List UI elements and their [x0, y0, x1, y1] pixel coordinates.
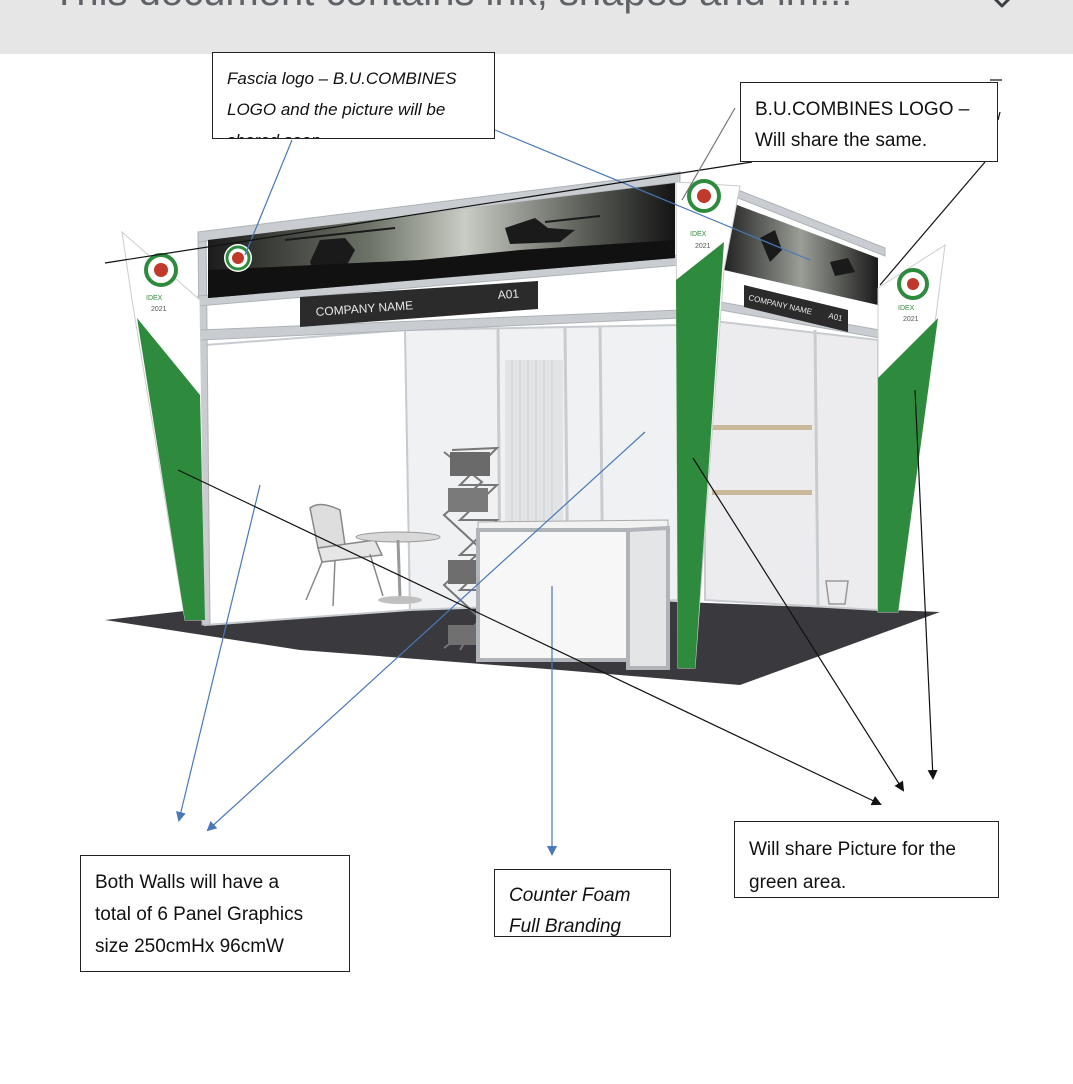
note-green-area: Will share Picture for the green area.	[734, 821, 999, 898]
document-title: This document contains ink, shapes and i…	[52, 0, 852, 15]
nameplate-left-code: A01	[497, 287, 520, 302]
note-wall-graphics: Both Walls will have a total of 6 Panel …	[80, 855, 350, 972]
annotation-arrows	[104, 79, 1002, 856]
note-line: total of 6 Panel Graphics	[95, 904, 304, 925]
shelf-upper	[712, 425, 812, 430]
svg-text:2021: 2021	[151, 306, 167, 313]
document-header: This document contains ink, shapes and i…	[0, 0, 1073, 54]
note-line: shared soon.	[227, 125, 480, 138]
counter	[476, 519, 670, 670]
waste-bin	[825, 580, 849, 605]
pillar-right: IDEX 2021	[877, 244, 946, 613]
nameplate-right	[744, 285, 848, 332]
pillar-left: IDEX 2021	[121, 230, 206, 621]
booth-illustration: COMPANY NAME A01 COMPANY NAME A01 IDEX 2…	[104, 79, 1002, 856]
note-line: Full Branding	[509, 916, 621, 937]
svg-text:IDEX: IDEX	[898, 305, 915, 312]
svg-text:IDEX: IDEX	[690, 231, 707, 238]
nameplate-right-code: A01	[828, 311, 844, 323]
note-fascia-logo: Fascia logo – B.U.COMBINES LOGO and the …	[212, 52, 495, 139]
note-line: size 250cmHx 96cmW	[95, 936, 284, 957]
note-line: B.U.COMBINES LOGO –	[755, 99, 970, 120]
nameplate-left	[300, 281, 538, 327]
note-line: Will share Picture for the	[749, 839, 956, 860]
svg-text:IDEX: IDEX	[146, 295, 163, 302]
svg-text:2021: 2021	[695, 243, 711, 250]
note-line: Will share the same.	[755, 130, 928, 151]
note-line: Fascia logo – B.U.COMBINES	[227, 69, 457, 88]
pillar-center: IDEX 2021	[675, 179, 741, 669]
note-counter-branding: Counter Foam Full Branding	[494, 869, 671, 937]
note-line: Counter Foam	[509, 885, 631, 906]
document-canvas: COMPANY NAME A01 COMPANY NAME A01 IDEX 2…	[0, 54, 1073, 1079]
svg-text:2021: 2021	[903, 316, 919, 323]
note-bu-combines-logo: B.U.COMBINES LOGO – Will share the same.	[740, 82, 998, 162]
fascia-panel-right	[724, 200, 878, 305]
note-line: green area.	[749, 872, 847, 893]
back-wall-left	[204, 328, 412, 627]
shelf-lower	[712, 490, 812, 495]
side-wall-right	[704, 318, 879, 612]
fascia-logo-left	[224, 244, 252, 272]
chevron-down-icon[interactable]	[990, 0, 1014, 12]
note-line: LOGO and the picture will be	[227, 100, 446, 119]
note-line: Both Walls will have a	[95, 872, 280, 893]
table	[355, 531, 441, 604]
nameplate-left-name: COMPANY NAME	[315, 298, 413, 319]
